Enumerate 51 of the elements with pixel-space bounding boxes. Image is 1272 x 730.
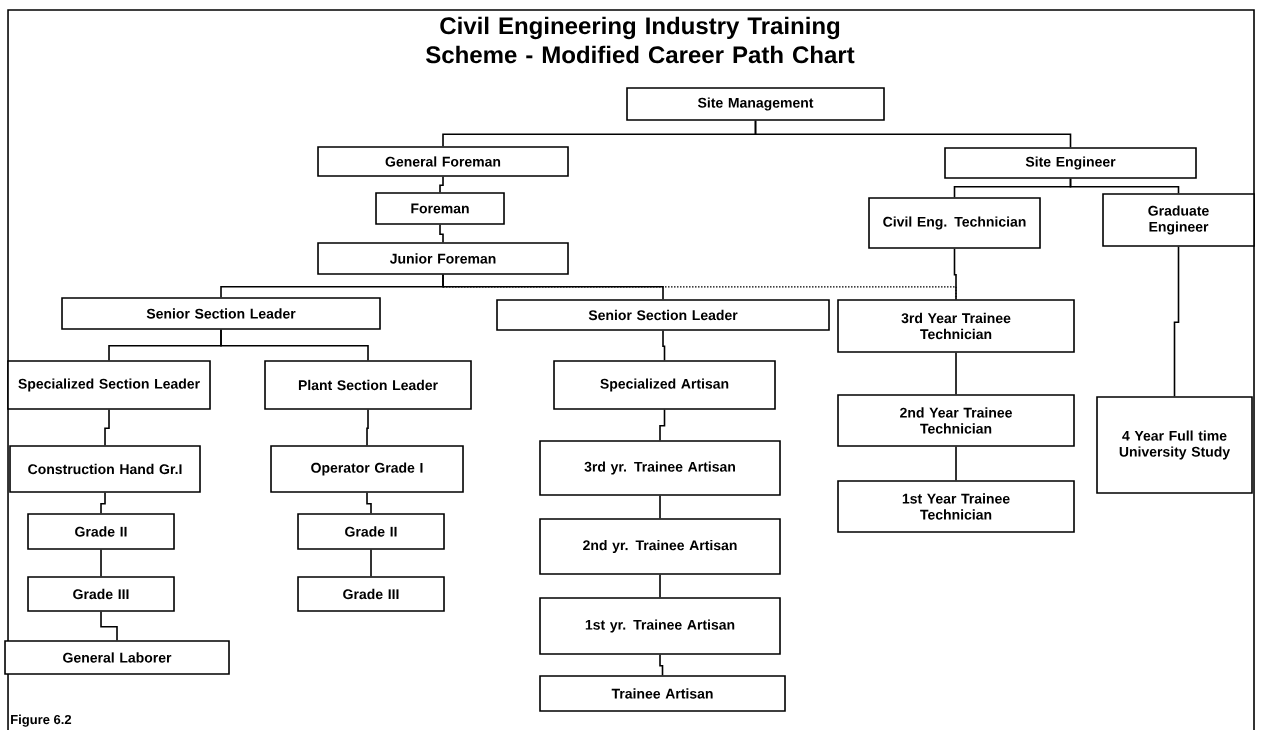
career-box: 3rd Year Trainee Technician: [837, 299, 1075, 353]
connector-line: [439, 224, 444, 243]
connector-line: [100, 492, 106, 514]
connector-line: [100, 549, 102, 577]
connector-line: [659, 494, 661, 519]
career-box: Plant Section Leader: [264, 360, 472, 410]
career-box: Operator Grade I: [270, 445, 464, 493]
connector-line: [442, 274, 664, 300]
connector-line: [104, 409, 110, 446]
career-box: 2nd yr. Trainee Artisan: [539, 518, 781, 575]
career-box: Grade III: [297, 576, 445, 612]
career-box: 1st yr. Trainee Artisan: [539, 597, 781, 655]
figure-label: Figure 6.2: [11, 714, 72, 727]
title: Civil Engineering Industry Training Scheme - Modified Career Path Chart: [426, 16, 855, 64]
career-box: Site Management: [626, 87, 885, 121]
connector-line: [439, 176, 444, 193]
career-box: Senior Section Leader: [61, 297, 381, 330]
career-box: Specialized Artisan: [553, 360, 776, 410]
career-box: Junior Foreman: [317, 242, 569, 275]
connector-line: [100, 611, 118, 641]
connector-line: [659, 654, 664, 676]
connector-line: [366, 492, 372, 514]
career-box: 3rd yr. Trainee Artisan: [539, 440, 781, 496]
career-box: Senior Section Leader: [496, 299, 830, 331]
connector-line: [1173, 246, 1180, 397]
connector-line: [370, 549, 372, 577]
career-box: Grade II: [27, 513, 175, 550]
connector-line: [366, 409, 369, 446]
career-box: 4 Year Full time University Study: [1096, 396, 1253, 494]
career-box: Foreman: [375, 192, 505, 225]
career-box: 2nd Year Trainee Technician: [837, 394, 1075, 447]
connector-line: [659, 409, 666, 441]
career-box: 1st Year Trainee Technician: [837, 480, 1075, 533]
connector-line: [1069, 178, 1180, 194]
connector-line: [659, 574, 661, 598]
career-box: Construction Hand Gr.I: [9, 445, 201, 493]
connector-line: [955, 351, 957, 395]
connector-line: [754, 120, 1072, 148]
career-box: General Foreman: [317, 146, 569, 177]
career-box: General Laborer: [4, 640, 230, 675]
connector-line: [220, 328, 369, 361]
career-box: Site Engineer: [944, 147, 1197, 179]
career-box: Specialized Section Leader: [7, 360, 211, 410]
connector-line: [662, 329, 666, 361]
connector-line: [953, 248, 957, 300]
career-box: Trainee Artisan: [539, 675, 786, 712]
career-box: Civil Eng. Technician: [868, 197, 1041, 249]
career-box: Grade III: [27, 576, 175, 612]
career-box: Graduate Engineer: [1102, 193, 1255, 247]
connector-line: [955, 446, 957, 481]
career-box: Grade II: [297, 513, 445, 550]
